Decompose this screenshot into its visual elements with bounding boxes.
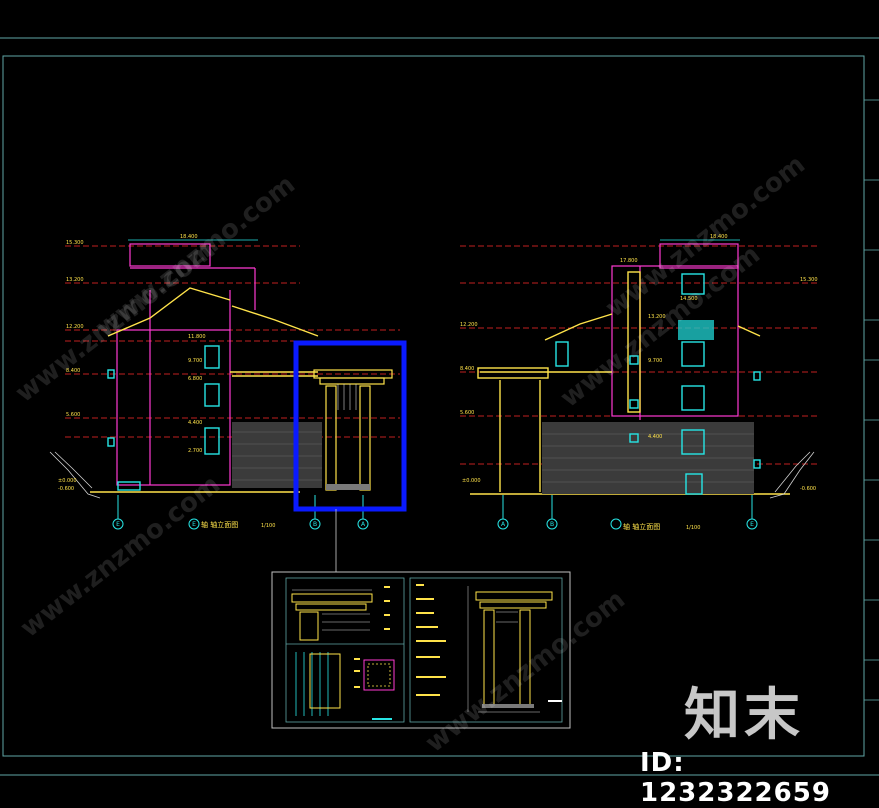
level-label: 9.700	[648, 358, 662, 364]
level-label: 8.400	[460, 366, 474, 372]
axis-marker: A	[361, 521, 366, 528]
highlight-box	[293, 340, 407, 512]
level-label: 4.400	[648, 434, 662, 440]
image-id-label: ID: 1232322659	[640, 748, 831, 808]
level-label: 17.800	[620, 258, 638, 264]
level-label: 11.800	[188, 334, 206, 340]
axis-marker: A	[501, 521, 506, 528]
right-elevation-title: 轴 轴立面图	[623, 522, 660, 531]
drawing-frame	[0, 37, 879, 776]
level-label: 9.700	[188, 358, 202, 364]
level-label: 4.400	[188, 420, 202, 426]
left-elevation: 18.400 15.300 13.200 12.200 11.800 9.700…	[49, 234, 400, 530]
level-label: 13.200	[648, 314, 666, 320]
level-label: 5.600	[460, 410, 474, 416]
level-label: ±0.000	[462, 478, 481, 484]
left-elevation-title: 轴 轴立面图	[201, 520, 238, 529]
top-right-dimension: 18.400	[710, 234, 728, 240]
level-label: 15.300	[800, 277, 818, 283]
level-label: 15.300	[66, 240, 84, 246]
level-label: -0.600	[58, 486, 74, 492]
level-label: 12.200	[66, 324, 84, 330]
level-label: 2.700	[188, 448, 202, 454]
axis-marker: B	[550, 521, 554, 528]
axis-marker: E	[192, 521, 196, 528]
level-label: -0.600	[800, 486, 816, 492]
level-label: 13.200	[66, 277, 84, 283]
level-label: 5.600	[66, 412, 80, 418]
title-block	[864, 99, 879, 701]
stone-base	[232, 422, 322, 488]
brand-logo-text: 知末	[684, 683, 804, 748]
level-label: ±0.000	[58, 478, 77, 484]
top-left-dimension: 18.400	[180, 234, 198, 240]
right-elevation: 18.400 17.800 15.300 14.500 13.200 12.20…	[460, 234, 820, 531]
level-label: 12.200	[460, 322, 478, 328]
level-label: 14.500	[680, 296, 698, 302]
level-label: 6.800	[188, 376, 202, 382]
detail-panel	[271, 571, 571, 729]
axis-marker: E	[750, 521, 754, 528]
axis-marker: B	[313, 521, 317, 528]
left-elevation-scale: 1/100	[261, 523, 275, 529]
level-label: 8.400	[66, 368, 80, 374]
gate-structure	[313, 369, 393, 491]
axis-marker: E	[116, 521, 120, 528]
right-elevation-scale: 1/100	[686, 525, 700, 531]
